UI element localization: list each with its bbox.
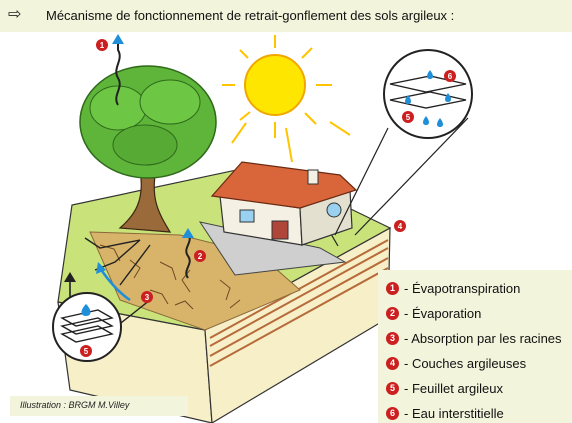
marker-1: 1: [96, 39, 108, 51]
legend-item-evaporation: 2 - Évaporation: [386, 303, 481, 323]
marker-5-left: 5: [80, 345, 92, 357]
legend-number: 3: [386, 331, 399, 345]
svg-text:1: 1: [100, 41, 105, 50]
legend-item-pore-water: 6 - Eau interstitielle: [386, 403, 504, 423]
legend-label: - Eau interstitielle: [404, 405, 504, 421]
soil-cracks: [99, 244, 241, 310]
house: [210, 161, 358, 246]
svg-text:5: 5: [406, 113, 411, 122]
title-bar: ⇨ Mécanisme de fonctionnement de retrait…: [0, 0, 572, 32]
legend: 1 - Évapotranspiration 2 - Évaporation 3…: [378, 270, 572, 423]
legend-number: 5: [386, 381, 399, 395]
evapotranspiration-arrow: [112, 34, 124, 106]
marker-3: 3: [141, 291, 153, 303]
tree-trunk: [118, 169, 172, 233]
legend-number: 6: [386, 406, 399, 420]
illustration-credit: Illustration : BRGM M.Villey: [10, 396, 188, 416]
sun: [222, 35, 351, 163]
legend-number: 2: [386, 306, 399, 320]
svg-text:4: 4: [398, 222, 403, 231]
marker-4: 4: [394, 220, 406, 232]
page-title: Mécanisme de fonctionnement de retrait-g…: [46, 8, 455, 23]
legend-item-clay-layers: 4 - Couches argileuses: [386, 353, 526, 373]
house-round-window: [326, 202, 342, 218]
evaporation-arrow: [182, 228, 194, 279]
credit-text: Illustration : BRGM M.Villey: [20, 400, 130, 410]
legend-label: - Absorption par les racines: [404, 330, 562, 346]
sun-rays: [222, 35, 351, 163]
clay-soil-diagram: 1 2 3 4 5 5 6: [52, 34, 473, 423]
legend-label: - Évaporation: [404, 305, 482, 321]
legend-number: 1: [386, 281, 399, 295]
house-roof: [210, 161, 358, 209]
legend-item-absorption: 3 - Absorption par les racines: [386, 328, 562, 348]
house-door: [271, 220, 289, 240]
legend-item-evapotranspiration: 1 - Évapotranspiration: [386, 278, 520, 298]
legend-item-clay-sheet: 5 - Feuillet argileux: [386, 378, 503, 398]
arrow-right-icon: ⇨: [8, 6, 22, 23]
tree: [79, 65, 217, 233]
legend-number: 4: [386, 356, 399, 370]
absorption-arrow: [96, 262, 131, 302]
marker-5-right: 5: [402, 111, 414, 123]
svg-text:2: 2: [198, 252, 203, 261]
svg-text:3: 3: [145, 293, 150, 302]
svg-text:5: 5: [84, 347, 89, 356]
svg-text:6: 6: [448, 72, 453, 81]
marker-2: 2: [194, 250, 206, 262]
sun-disc: [244, 54, 306, 116]
legend-label: - Couches argileuses: [404, 355, 527, 371]
legend-label: - Feuillet argileux: [404, 380, 503, 396]
chimney: [307, 169, 319, 185]
clay-sheet-magnifier-left: [52, 272, 151, 362]
marker-6: 6: [444, 70, 456, 82]
house-window: [239, 209, 255, 223]
legend-label: - Évapotranspiration: [404, 280, 521, 296]
